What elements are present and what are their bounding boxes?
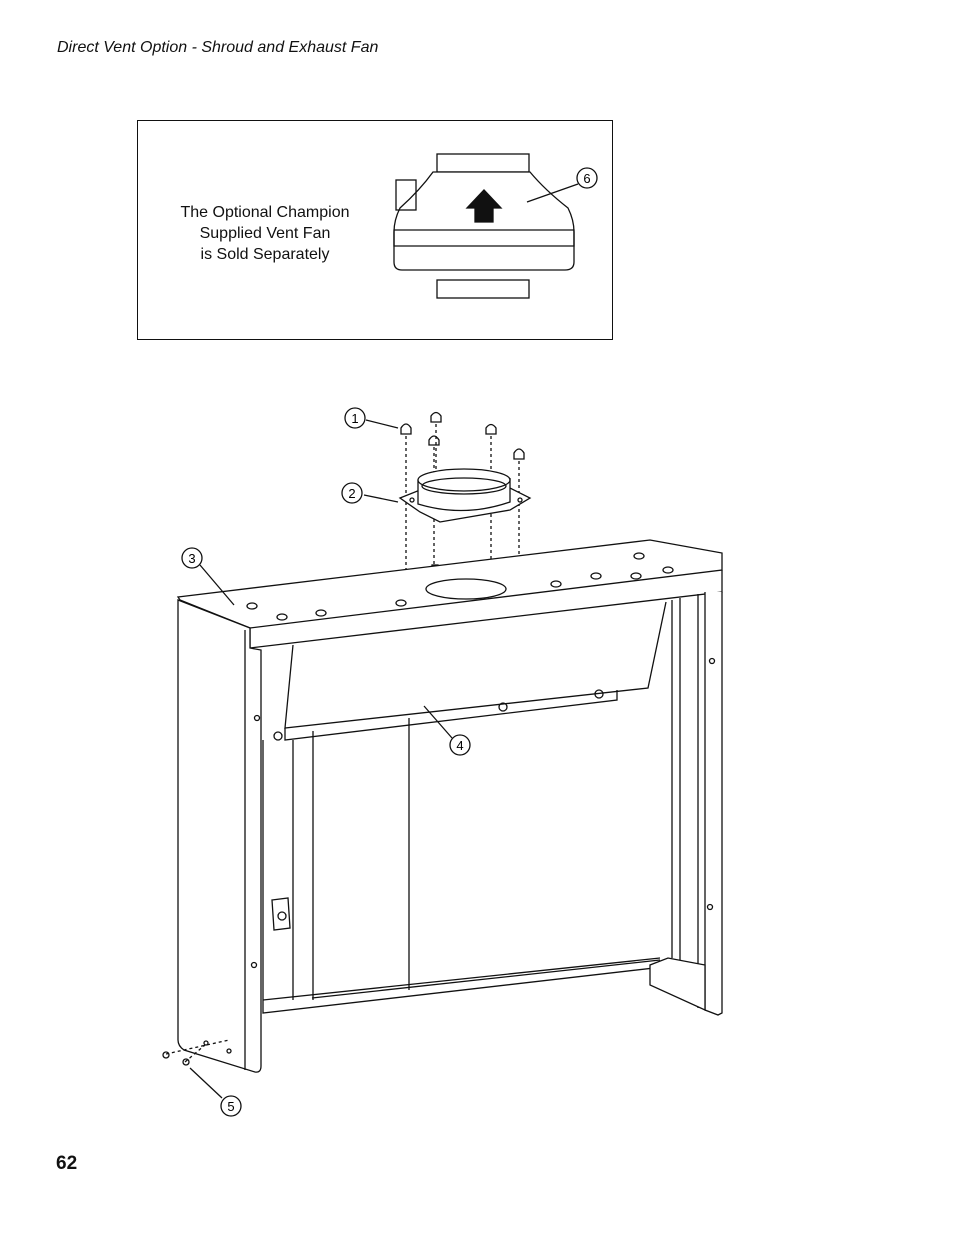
callout-6-leader [526,167,598,203]
callout-5: 5 [227,1099,234,1114]
callout-6: 6 [583,171,590,186]
note-line-3: is Sold Separately [200,246,330,263]
note-line-2: Supplied Vent Fan [199,225,331,242]
callout-1: 1 [351,411,358,426]
callout-4: 4 [456,738,463,753]
shroud [162,539,723,1073]
exhaust-collar [398,468,532,523]
callout-2: 2 [348,486,355,501]
page-number: 62 [56,1153,78,1174]
vent-fan-illustration [393,153,575,299]
callout-3: 3 [188,551,195,566]
note-line-1: The Optional Champion [180,204,350,221]
vent-fan-note: The Optional Champion Supplied Vent Fan … [160,202,370,265]
nut-set [400,411,525,460]
page-header: Direct Vent Option - Shroud and Exhaust … [57,39,379,56]
callout-leaders [181,407,471,1117]
vent-fan-inset [137,120,613,340]
